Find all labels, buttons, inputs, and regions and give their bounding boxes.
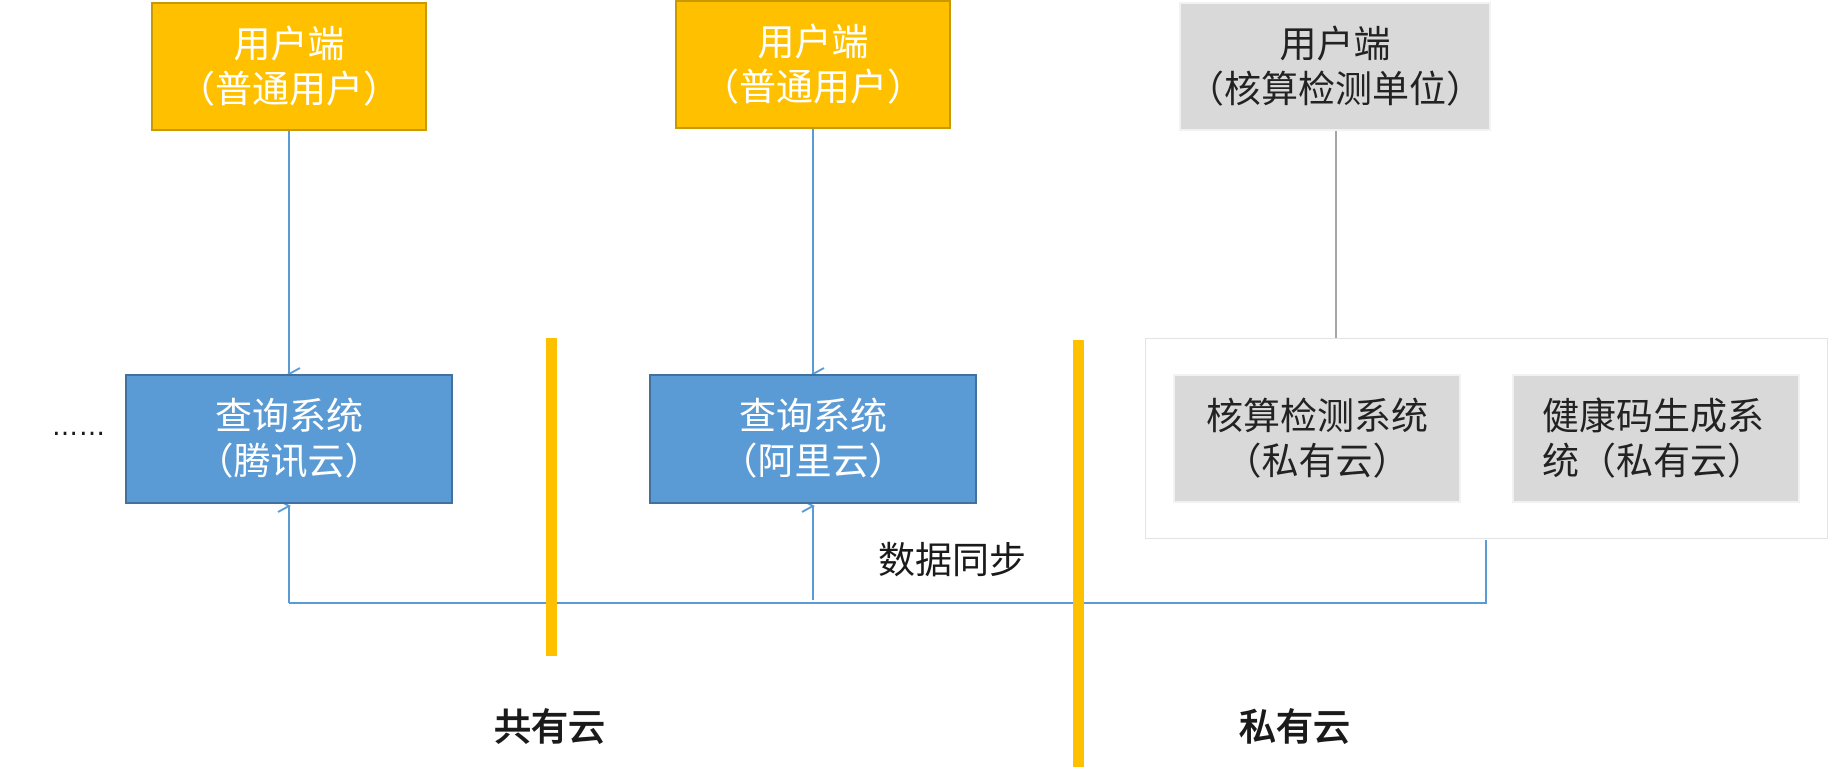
health-code-system-private: 健康码生成系 统（私有云） [1512,374,1800,503]
user-node-title: 用户端 [1279,22,1391,66]
private-zone-divider [1073,340,1084,767]
user-node-title: 用户端 [757,20,869,64]
query-system-subtitle: （腾讯云） [196,440,382,483]
query-system-tencent: 查询系统 （腾讯云） [125,374,453,504]
health-code-system-title: 健康码生成系 [1542,394,1764,438]
user-node-subtitle: （普通用户） [702,65,924,109]
query-system-title: 查询系统 [739,395,887,438]
query-system-subtitle: （阿里云） [720,440,906,483]
testing-system-private: 核算检测系统 （私有云） [1173,374,1461,503]
data-sync-bus [289,540,1487,604]
user-node-public-1: 用户端 （普通用户） [151,2,427,131]
testing-system-title: 核算检测系统 [1206,394,1428,438]
query-system-title: 查询系统 [215,395,363,438]
user-node-subtitle: （普通用户） [178,67,400,111]
query-system-aliyun: 查询系统 （阿里云） [649,374,977,504]
private-cloud-label: 私有云 [1239,706,1350,749]
user-node-public-2: 用户端 （普通用户） [675,0,951,129]
health-code-system-subtitle: 统（私有云） [1542,439,1764,483]
data-sync-label: 数据同步 [878,539,1026,582]
testing-system-subtitle: （私有云） [1224,439,1410,483]
user-node-title: 用户端 [233,22,345,66]
user-node-subtitle: （核算检测单位） [1187,67,1483,111]
public-zone-divider [546,338,557,656]
user-node-testing-unit: 用户端 （核算检测单位） [1179,2,1491,131]
public-cloud-label: 共有云 [494,706,605,749]
more-systems-ellipsis: …… [52,412,106,442]
